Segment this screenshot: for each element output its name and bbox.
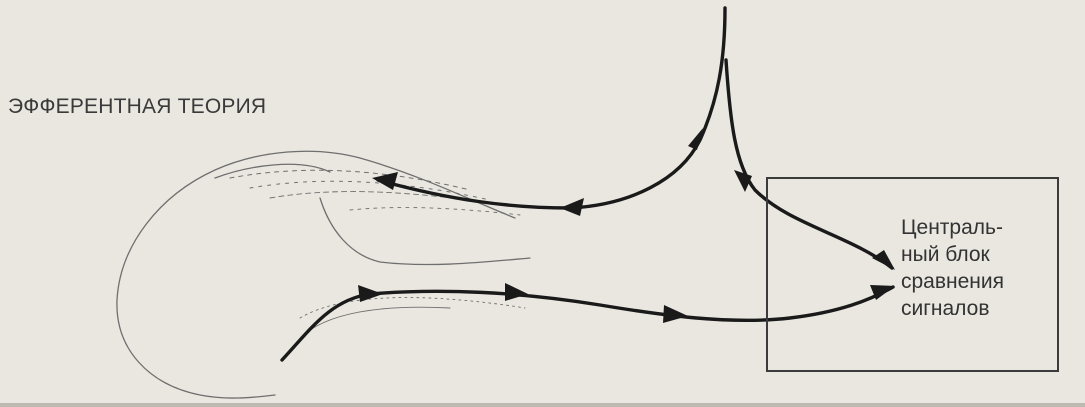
- arrow-right-icon: [505, 283, 528, 301]
- arrow-left-icon: [560, 198, 584, 216]
- arrow-right-icon: [663, 305, 688, 323]
- central-block-label-line: ный блок: [901, 241, 1004, 268]
- arrow-down-icon: [734, 170, 752, 192]
- central-block-label-line: Централь-: [901, 214, 1004, 241]
- efferent-command-path: [378, 8, 725, 208]
- central-block-label: Централь- ный блок сравнения сигналов: [901, 214, 1004, 322]
- eye-icon: [117, 151, 530, 398]
- central-block-label-line: сигналов: [901, 295, 1004, 322]
- central-block-label-line: сравнения: [901, 268, 1004, 295]
- page-bottom-edge: [0, 403, 1085, 407]
- diagram-title: ЭФФЕРЕНТНАЯ ТЕОРИЯ: [8, 95, 266, 119]
